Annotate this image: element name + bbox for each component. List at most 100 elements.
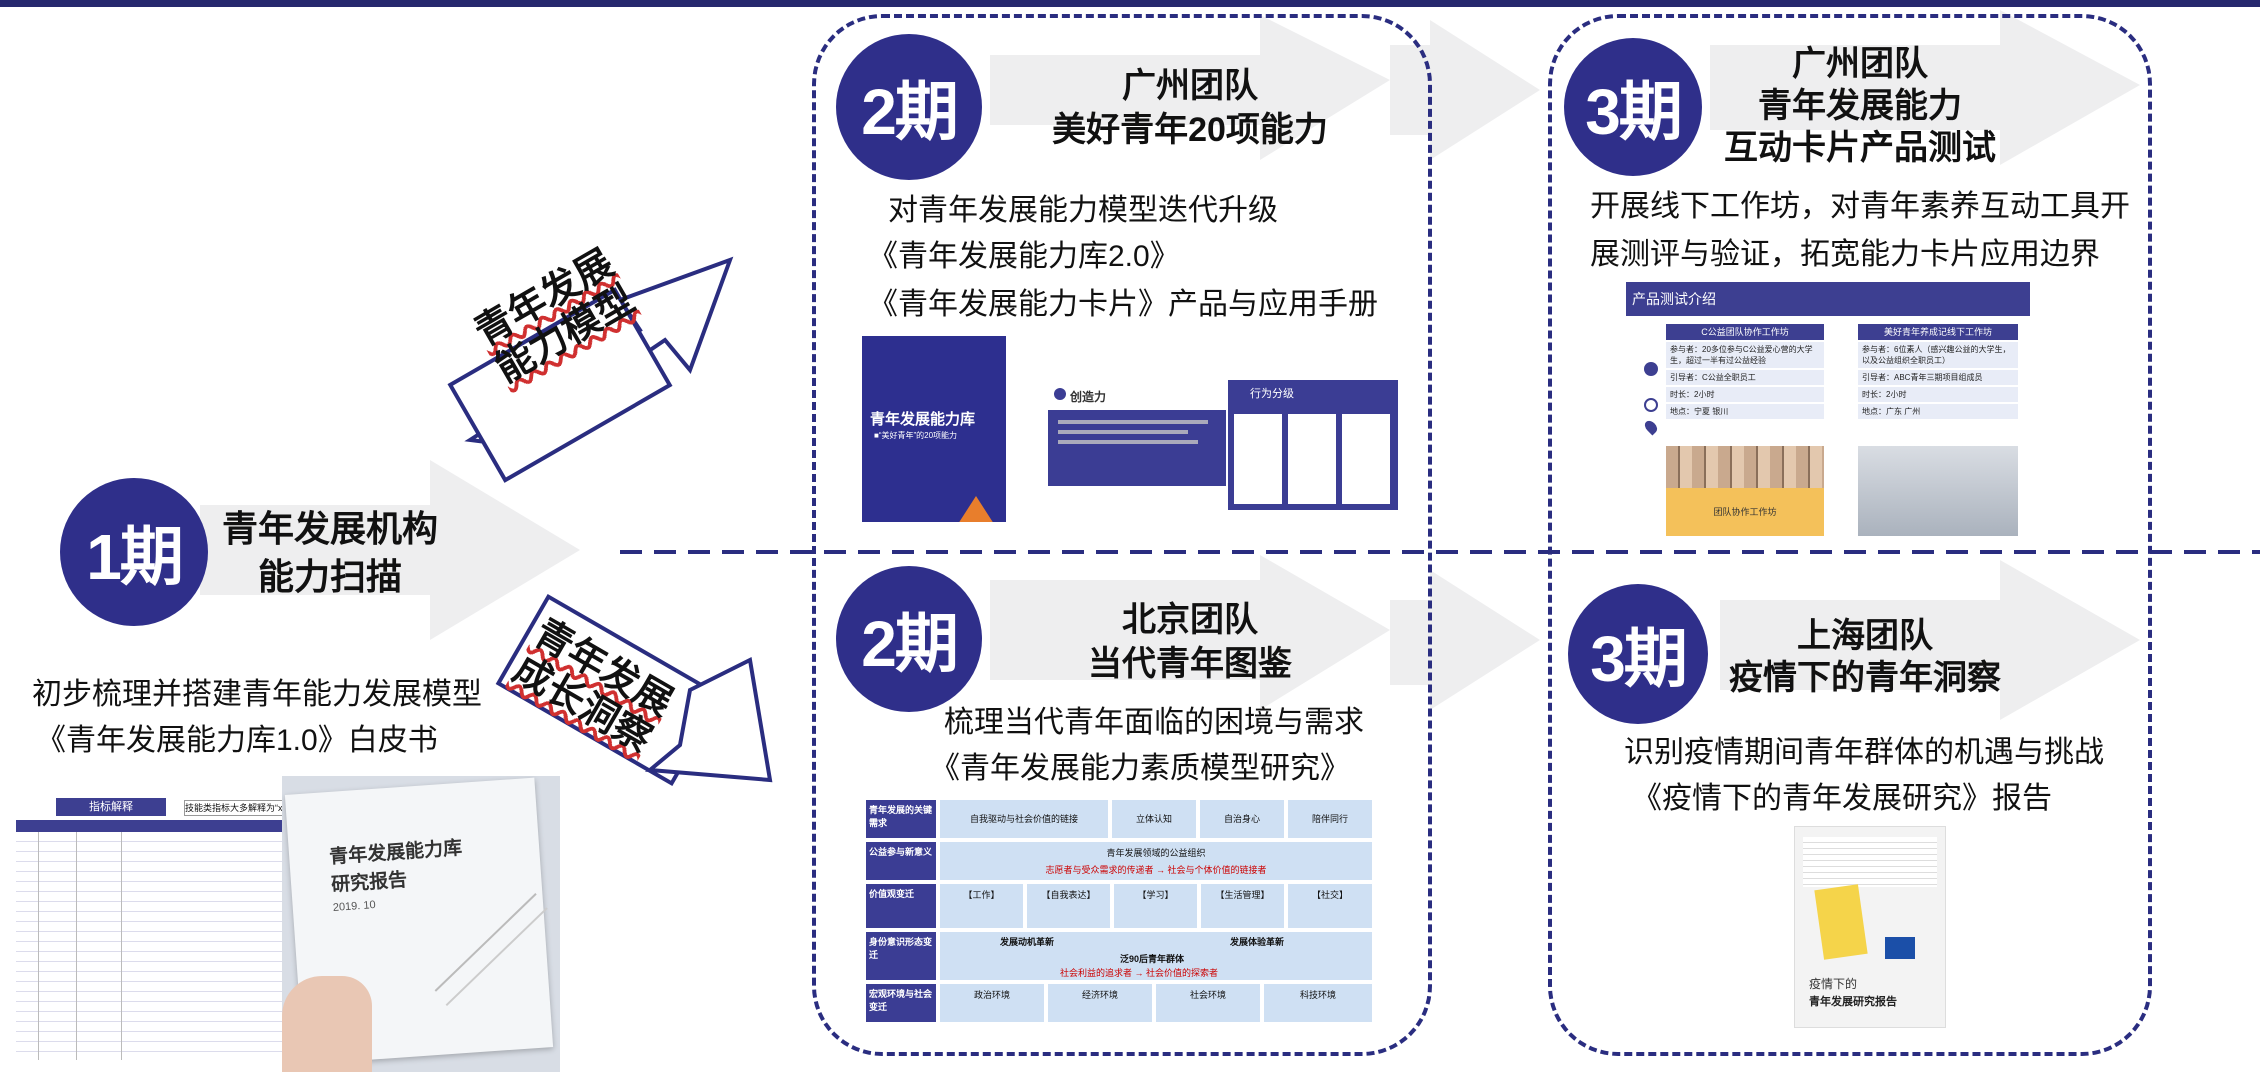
phase2-bottom-title-line1: 北京团队 <box>1122 601 1258 639</box>
phase3-bottom-grey-arrow <box>1720 560 2140 720</box>
card-center-label: 创造力 <box>1070 390 1107 404</box>
row3-cell2: 【自我表达】 <box>1027 884 1110 928</box>
phase2-top-title-line2: 美好青年20项能力 <box>1052 111 1328 149</box>
phase1-desc-line2: 《青年发展能力库1.0》白皮书 <box>36 724 438 757</box>
row1-cell1: 自我驱动与社会价值的链接 <box>940 800 1108 838</box>
right-item-1: 参与者：6位素人（感兴趣公益的大学生，以及公益组织全职员工） <box>1858 342 2018 368</box>
location-pin-icon <box>1642 418 1660 436</box>
row4-cell4: 社会利益的追求者 → 社会价值的探索者 <box>1060 968 1219 978</box>
people-icon <box>1644 362 1658 376</box>
row2-head: 公益参与新意义 <box>866 842 936 880</box>
clock-icon <box>1644 398 1658 412</box>
phase2b-to-phase3b-grey-arrow <box>1390 570 1540 710</box>
row2-cell1: 青年发展领域的公益组织 <box>1106 848 1206 858</box>
photo-caption: 团队协作工作坊 <box>1666 488 1824 536</box>
phase3-top-badge: 3期 <box>1564 38 1702 176</box>
phase2-bottom-desc-line2: 《青年发展能力素质模型研究》 <box>930 752 1350 785</box>
phase2-top-desc-line2: 《青年发展能力库2.0》 <box>868 240 1180 273</box>
row2-cell2: 志愿者与受众需求的传递者 → 社会与个体价值的链接者 <box>1045 865 1267 875</box>
phase2-top-title-line1: 广州团队 <box>1122 67 1258 105</box>
phase3-bottom-badge: 3期 <box>1568 584 1708 724</box>
left-item-4: 地点：宁夏 银川 <box>1666 404 1824 419</box>
arrow-down-outline <box>495 593 773 787</box>
phase1-table-image: 指标解释 技能类指标大多解释为“xxx <box>16 798 316 1060</box>
row5-cell1: 政治环境 <box>940 984 1044 1022</box>
phase2-bottom-title-line2: 当代青年图鉴 <box>1088 645 1292 683</box>
row5-head: 宏观环境与社会变迁 <box>866 984 936 1022</box>
right-photo <box>1858 446 2018 536</box>
report-logo <box>1885 937 1915 959</box>
phase1-badge: 1期 <box>60 478 208 626</box>
report-title: 青年发展研究报告 <box>1809 996 1897 1008</box>
phase1-desc-line1: 初步梳理并搭建青年能力发展模型 <box>32 678 482 711</box>
phase2-model-table: 青年发展的关键需求 自我驱动与社会价值的链接 立体认知 自治身心 陪伴同行 公益… <box>866 800 1372 1022</box>
phase3-top-title-line2: 青年发展能力 <box>1758 87 1962 125</box>
phase1-grey-arrow <box>200 460 580 640</box>
right-item-4: 地点：广东 广州 <box>1858 404 2018 419</box>
row5-cell4: 科技环境 <box>1264 984 1372 1022</box>
phase3-top-grey-arrow <box>1710 10 2140 165</box>
phase3-top-desc-line2: 展测评与验证，拓宽能力卡片应用边界 <box>1590 238 2100 271</box>
cover-subtitle: ■“美好青年”的20项能力 <box>874 431 958 440</box>
phase2-card-image-center: 创造力 <box>1048 382 1226 512</box>
row3-head: 价值观变迁 <box>866 884 936 928</box>
phase3-product-test-panel: 产品测试介绍 C公益团队协作工作坊 参与者：20多位参与C公益爱心营的大学生，超… <box>1626 282 2030 536</box>
phase3-top-desc-line1: 开展线下工作坊，对青年素养互动工具开 <box>1590 190 2130 223</box>
phase3-top-title-line3: 互动卡片产品测试 <box>1724 129 1996 167</box>
row3-cell1: 【工作】 <box>940 884 1023 928</box>
right-card-title: 美好青年养成记线下工作坊 <box>1858 324 2018 340</box>
row5-cell3: 社会环境 <box>1156 984 1260 1022</box>
phase1-book-photo: 青年发展能力库 研究报告 2019. 10 <box>282 776 560 1072</box>
phase2-top-desc-line3: 《青年发展能力卡片》产品与应用手册 <box>868 288 1378 321</box>
row4-cell3: 泛90后青年群体 <box>1120 954 1185 964</box>
phase3-bottom-title-line2: 疫情下的青年洞察 <box>1729 659 2001 697</box>
row3-cell5: 【社交】 <box>1288 884 1372 928</box>
phase2-dashed-frame <box>812 14 1432 1056</box>
phase3-top-title-line1: 广州团队 <box>1792 45 1928 83</box>
table-header-label: 指标解释 <box>56 798 166 816</box>
phase2-bottom-badge: 2期 <box>836 566 982 712</box>
row1-head: 青年发展的关键需求 <box>866 800 936 838</box>
phase2-top-desc-line1: 对青年发展能力模型迭代升级 <box>888 194 1278 227</box>
left-card-title: C公益团队协作工作坊 <box>1666 324 1824 340</box>
report-small-title: 疫情下的 <box>1809 977 1858 991</box>
panel-title: 产品测试介绍 <box>1626 282 2030 316</box>
row3-cell3: 【学习】 <box>1114 884 1197 928</box>
row4-cell2: 发展体验革新 <box>1230 937 1285 947</box>
row1-cell3: 自治身心 <box>1200 800 1284 838</box>
phase2-card-image-right: 行为分级 <box>1228 380 1398 510</box>
right-item-2: 引导者：ABC青年三期项目组成员 <box>1858 370 2018 385</box>
row4-cell1: 发展动机革新 <box>1000 937 1055 947</box>
book-date: 2019. 10 <box>332 899 377 914</box>
row4-head: 身份意识形态变迁 <box>866 932 936 980</box>
row1-cell2: 立体认知 <box>1112 800 1196 838</box>
phase2-bottom-grey-arrow <box>990 555 1390 710</box>
phase3-bottom-desc-line1: 识别疫情期间青年群体的机遇与挑战 <box>1624 736 2104 769</box>
phase3-bottom-desc-line2: 《疫情下的青年发展研究》报告 <box>1632 782 2052 815</box>
left-item-1: 参与者：20多位参与C公益爱心营的大学生，超过一半有过公益经验 <box>1666 342 1824 368</box>
phase2-top-grey-arrow <box>990 15 1390 160</box>
row1-cell4: 陪伴同行 <box>1288 800 1372 838</box>
phase2-cover-image: 青年发展能力库 ■“美好青年”的20项能力 <box>862 336 1006 546</box>
phase3-bottom-title-line1: 上海团队 <box>1797 617 1933 655</box>
left-item-2: 引导者：C公益全职员工 <box>1666 370 1824 385</box>
book-title-2: 研究报告 <box>330 869 408 897</box>
phase1-title: 青年发展机构能力扫描 <box>221 508 438 597</box>
phase2-bottom-desc-line1: 梳理当代青年面临的困境与需求 <box>944 706 1364 739</box>
left-item-3: 时长：2小时 <box>1666 387 1824 402</box>
phase2-to-phase3-grey-arrow <box>1390 20 1540 160</box>
phase3-dashed-frame <box>1548 14 2152 1056</box>
phase3-report-cover: 疫情下的 青年发展研究报告 <box>1794 826 1946 1028</box>
arrow-up-outline <box>447 256 734 483</box>
row5-cell2: 经济环境 <box>1048 984 1152 1022</box>
book-title-1: 青年发展能力库 <box>328 837 463 869</box>
bulb-icon <box>1054 388 1066 400</box>
report-sticker <box>1814 884 1868 960</box>
phase2-top-badge: 2期 <box>836 34 982 180</box>
row3-cell4: 【生活管理】 <box>1201 884 1284 928</box>
card-right-label: 行为分级 <box>1250 388 1294 400</box>
right-item-3: 时长：2小时 <box>1858 387 2018 402</box>
cover-title: 青年发展能力库 <box>870 411 976 428</box>
top-bar <box>0 0 2260 7</box>
